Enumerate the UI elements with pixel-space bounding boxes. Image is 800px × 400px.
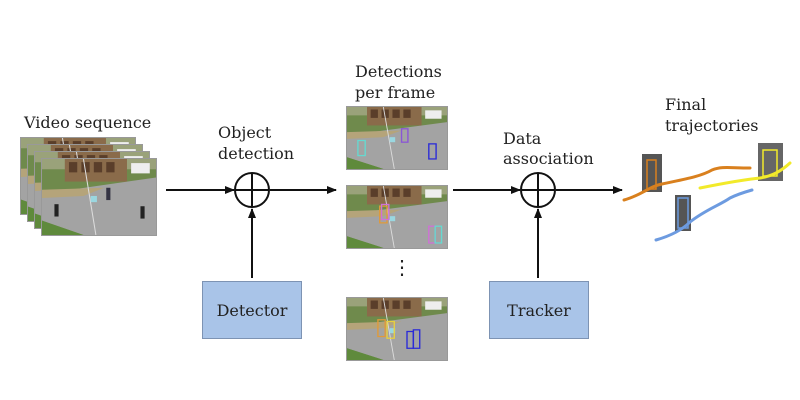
scene-image [347,107,447,169]
final-trajectories-label-2: trajectories [665,116,759,135]
video-sequence-label: Video sequence [24,113,152,132]
detection-frame-3 [346,297,448,361]
detection-frame-1 [346,106,448,170]
video-frame-4 [41,158,157,236]
final-trajectories-label-1: Final [665,95,707,114]
detection-frame-2 [346,185,448,249]
trajectory-orange [622,166,752,202]
tracker-label: Tracker [507,300,571,320]
scene-image [347,186,447,248]
trajectory-blue [654,188,754,242]
detector-box: Detector [202,281,302,339]
scene-image [42,159,156,235]
ellipsis: ⋮ [392,255,412,279]
object-detection-label-1: Object [218,123,272,142]
tracker-box: Tracker [489,281,589,339]
data-association-label-2: association [503,149,594,168]
data-association-label-1: Data [503,129,542,148]
detections-label-1: Detections [355,62,442,81]
detector-label: Detector [216,300,288,320]
object-detection-label-2: detection [218,144,295,163]
detections-label-2: per frame [355,83,436,102]
trajectory-yellow [698,161,792,190]
crop-blue [675,195,691,231]
scene-image [347,298,447,360]
